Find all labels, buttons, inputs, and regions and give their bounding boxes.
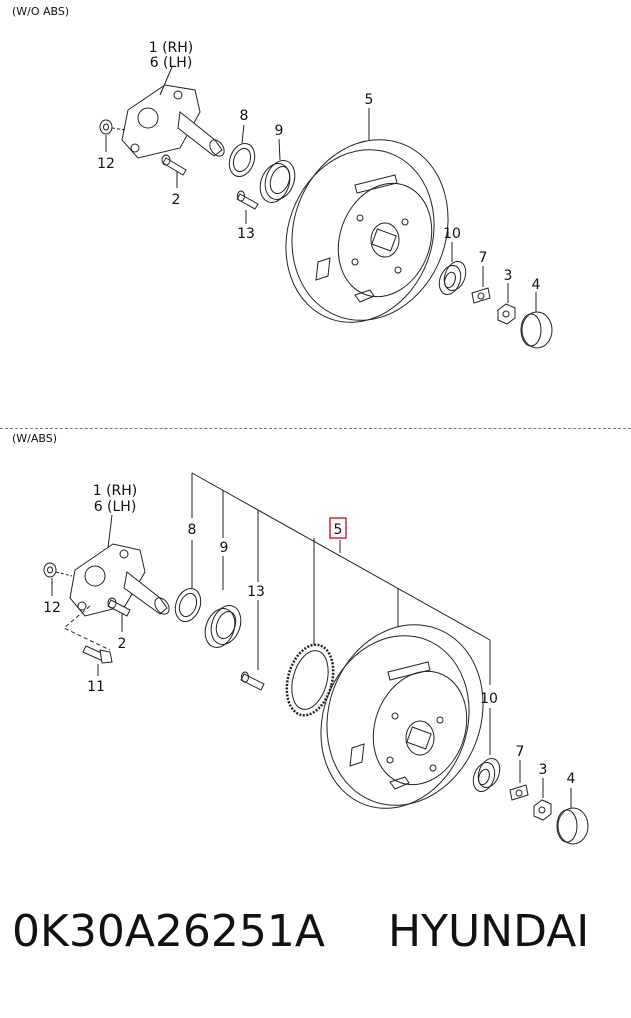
callout-13-top: 13: [237, 226, 255, 242]
callout-1-bottom: 1 (RH): [93, 483, 138, 499]
bearing-9-bottom: [204, 605, 242, 648]
bearing-10-bottom: [472, 757, 501, 793]
oil-seal-8-bottom: [174, 588, 202, 622]
callout-7-bottom: 7: [516, 744, 525, 760]
hub-cap-4-bottom: [556, 788, 589, 845]
highlight-box-part-5: [329, 517, 347, 539]
leader-lines-bottom: [191, 472, 491, 755]
bearing-9-top: [259, 138, 296, 203]
callout-6-top: 6 (LH): [150, 55, 193, 71]
callout-2-bottom: 2: [118, 636, 127, 652]
callout-1-top: 1 (RH): [149, 40, 194, 56]
nut-3-top: [497, 283, 516, 325]
callout-7-top: 7: [479, 250, 488, 266]
knuckle-spindle-top: [121, 66, 225, 159]
callout-2-top: 2: [172, 192, 181, 208]
callout-4-top: 4: [532, 277, 541, 293]
brake-drum-5-top: [285, 108, 449, 323]
callout-8-bottom: 8: [188, 522, 197, 538]
bearing-10-top: [438, 242, 467, 296]
washer-7-top: [471, 266, 491, 304]
bolt-11-bottom: [82, 645, 113, 676]
callout-9-bottom: 9: [220, 540, 229, 556]
callout-12-top: 12: [97, 156, 115, 172]
hub-bolt-13-top: [236, 190, 259, 224]
section-header-with-abs: (W/ABS): [12, 432, 58, 445]
callout-9-top: 9: [275, 123, 284, 139]
section-header-without-abs: (W/O ABS): [12, 5, 70, 18]
callout-8-top: 8: [240, 108, 249, 124]
brake-drum-5-bottom: [320, 624, 484, 809]
washer-12-bottom: [43, 562, 73, 596]
callout-5-bottom: 5: [334, 522, 343, 538]
callout-12-bottom: 12: [43, 600, 61, 616]
callout-6-bottom: 6 (LH): [94, 499, 137, 515]
bolt-2-top: [161, 154, 187, 188]
knuckle-spindle-bottom: [69, 514, 170, 617]
part-number: 0K30A26251A: [12, 906, 326, 957]
callout-4-bottom: 4: [567, 771, 576, 787]
section-separator: [0, 428, 631, 429]
abs-tone-ring-bottom: [285, 643, 335, 717]
washer-7-bottom: [509, 760, 529, 801]
callout-5-top: 5: [365, 92, 374, 108]
callout-3-top: 3: [504, 268, 513, 284]
callout-13-bottom: 13: [247, 584, 265, 600]
hub-bolt-13-bottom: [240, 671, 265, 691]
callout-3-bottom: 3: [539, 762, 548, 778]
washer-12-top: [99, 119, 127, 152]
callout-10-bottom: 10: [480, 691, 498, 707]
brand-name: HYUNDAI: [388, 906, 590, 957]
hub-cap-4-top: [520, 292, 553, 349]
callout-10-top: 10: [443, 226, 461, 242]
bolt-2-bottom: [107, 597, 131, 632]
callout-11-bottom: 11: [87, 679, 105, 695]
oil-seal-8-top: [228, 124, 256, 177]
nut-3-bottom: [533, 778, 552, 821]
